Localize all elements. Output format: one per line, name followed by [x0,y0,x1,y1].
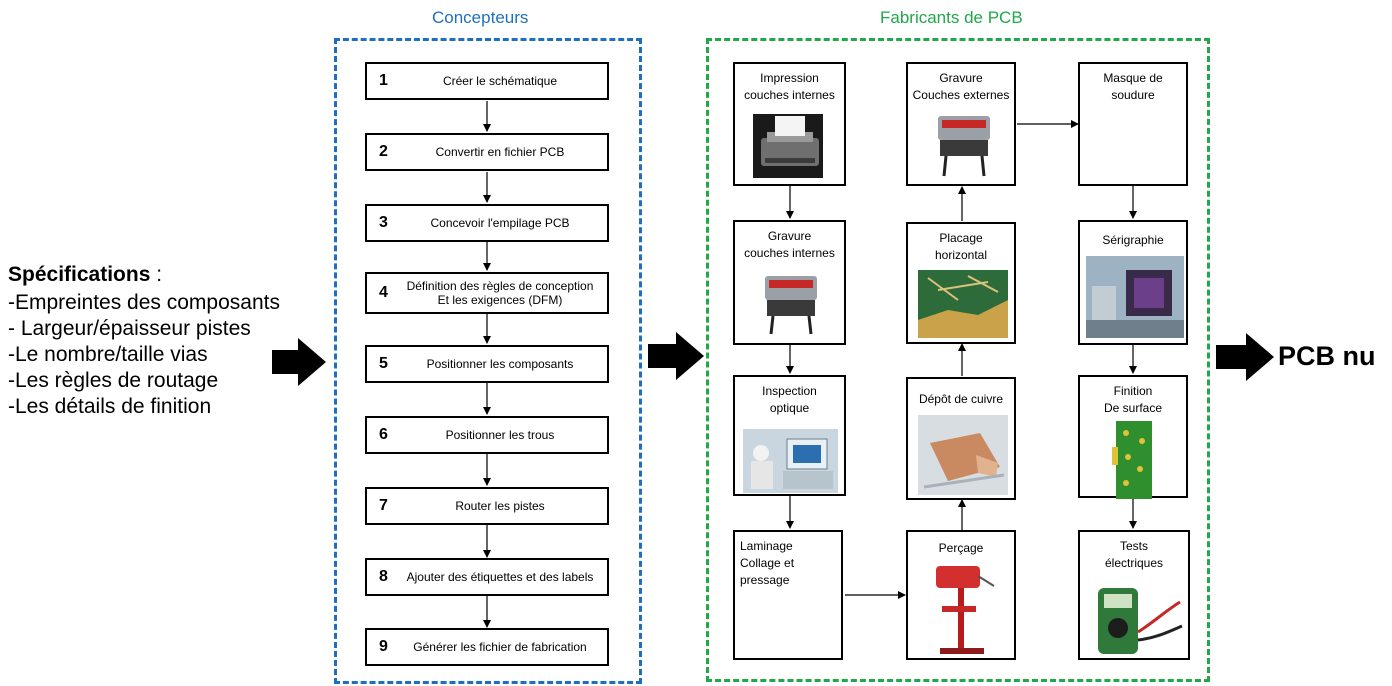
manufacturers-panel [706,38,1210,682]
copper-board-icon [918,415,1008,495]
laser-machine-icon [938,116,990,177]
panel-arrow-icon [648,332,704,380]
process-finition: Finition De surface [1078,375,1188,499]
design-step: 7 Router les pistes [365,487,609,525]
step-number: 3 [379,214,388,231]
process-label: Tests électriques [1104,539,1164,570]
process-label: Inspection optique [762,384,817,415]
specifications-colon: : [150,263,163,286]
step-label: Générer les fichier de fabrication [413,640,587,654]
step-number: 8 [379,568,388,585]
input-arrow-icon [272,338,326,386]
process-label: Gravure Couches externes [912,71,1010,102]
step-label: Positionner les trous [445,428,555,442]
process-label: Finition De surface [1103,384,1163,415]
step-number: 4 [379,284,388,301]
spec-item: -Empreintes des composants [8,291,280,314]
design-step: 6 Positionner les trous [365,416,609,454]
process-label: Impression couches internes [744,71,835,102]
pcb-closeup-icon [918,270,1008,338]
process-label: Perçage [938,541,984,555]
printer-icon [753,114,823,178]
manufacturers-header: Fabricants de PCB [880,8,1023,27]
step-number: 9 [379,638,388,655]
design-step: 2 Convertir en fichier PCB [365,133,609,171]
spec-item: -Les détails de finition [8,395,212,418]
process-impression: Impression couches internes [733,62,846,186]
design-step: 9 Générer les fichier de fabrication [365,628,609,666]
multimeter-icon [1098,588,1183,654]
green-pcb-icon [1112,421,1152,499]
drill-press-icon [936,566,995,654]
designers-panel [334,38,642,684]
design-step: 5 Positionner les composants [365,345,609,383]
output-arrow-icon [1216,333,1274,381]
process-gravure-internes: Gravure couches internes [733,220,846,345]
specifications-title: Spécifications : [8,262,162,288]
step-label: Définition des règles de conception Et l… [406,279,594,307]
output-label: PCB nu [1278,341,1376,371]
step-label: Positionner les composants [426,357,574,371]
process-percage: Perçage [906,530,1016,660]
design-step: 4 Définition des règles de conception Et … [365,272,609,314]
process-label: Laminage Collage et pressage [740,539,795,587]
step-number: 7 [379,497,388,514]
spec-item: - Largeur/épaisseur pistes [8,317,251,340]
process-masque: Masque de soudure [1078,62,1188,186]
process-label: Masque de soudure [1103,71,1163,102]
designers-header: Concepteurs [432,8,529,27]
laser-machine-icon [765,276,817,335]
process-laminage: Laminage Collage et pressage [733,530,843,660]
process-placage: Placage horizontal [906,222,1016,344]
spec-item: -Les règles de routage [8,369,219,392]
step-label: Concevoir l'empilage PCB [430,216,570,230]
step-number: 5 [379,355,388,372]
process-tests: Tests électriques [1078,530,1190,660]
design-step: 8 Ajouter des étiquettes et des labels [365,558,609,596]
process-label: Sérigraphie [1102,233,1164,247]
step-label: Ajouter des étiquettes et des labels [406,570,594,584]
design-step: 3 Concevoir l'empilage PCB [365,204,609,242]
screen-printing-icon [1086,256,1184,338]
process-label: Gravure couches internes [744,229,835,260]
step-number: 2 [379,143,388,160]
step-label: Créer le schématique [442,74,558,88]
process-serigraphie: Sérigraphie [1078,220,1188,345]
step-number: 6 [379,426,388,443]
process-label: Dépôt de cuivre [918,392,1004,406]
step-label: Convertir en fichier PCB [435,145,565,159]
design-step: 1 Créer le schématique [365,62,609,100]
step-label: Router les pistes [455,499,545,513]
process-label: Placage horizontal [934,231,988,262]
specifications-title-text: Spécifications [8,263,151,286]
spec-item: -Le nombre/taille vias [8,343,208,366]
process-gravure-externes: Gravure Couches externes [906,62,1016,186]
step-number: 1 [379,72,388,89]
process-depot: Dépôt de cuivre [906,377,1016,500]
process-inspection: Inspection optique [733,375,846,496]
inspection-station-icon [743,429,838,493]
